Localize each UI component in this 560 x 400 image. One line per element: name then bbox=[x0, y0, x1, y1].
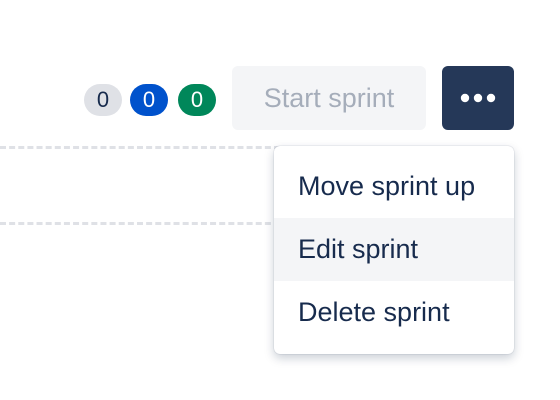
in-progress-count-badge: 0 bbox=[130, 84, 168, 116]
sprint-actions-menu: Move sprint up Edit sprint Delete sprint bbox=[274, 146, 514, 354]
done-count-badge: 0 bbox=[178, 84, 216, 116]
menu-item-edit-sprint[interactable]: Edit sprint bbox=[274, 218, 514, 281]
sprint-drop-zone-bottom-border bbox=[0, 222, 280, 225]
menu-item-move-sprint-up[interactable]: Move sprint up bbox=[298, 171, 476, 201]
sprint-drop-zone-top-border bbox=[0, 146, 280, 149]
more-actions-button[interactable] bbox=[442, 66, 514, 130]
todo-count-badge: 0 bbox=[84, 84, 122, 116]
menu-item-delete-sprint[interactable]: Delete sprint bbox=[298, 297, 450, 327]
more-horizontal-icon bbox=[460, 93, 496, 103]
start-sprint-button[interactable]: Start sprint bbox=[232, 66, 426, 130]
